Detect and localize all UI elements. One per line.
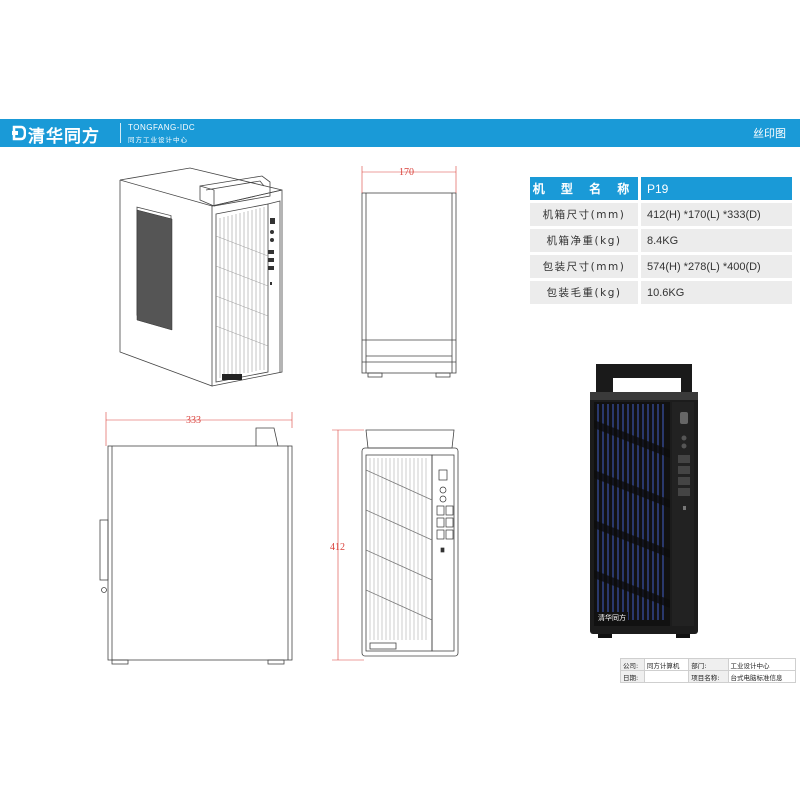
width-dimension — [361, 166, 457, 193]
spec-label: 机箱尺寸(mm) — [530, 203, 638, 226]
footer-row: 日期: 项目名称: 台式电脑标准信息 — [620, 670, 797, 683]
spec-label: 包装毛重(kg) — [530, 281, 638, 304]
isometric-ports — [222, 218, 275, 380]
front-view-ports — [436, 469, 454, 553]
brand-logo-icon — [12, 125, 26, 141]
spec-label: 机箱净重(kg) — [530, 229, 638, 252]
footer-row: 公司: 同方计算机 部门: 工业设计中心 — [620, 658, 797, 671]
project-value: 台式电脑标准信息 — [727, 670, 797, 683]
spec-label: 包装尺寸(mm) — [530, 255, 638, 278]
product-photo-logo: 清华同方 — [598, 613, 626, 622]
spec-row-package-size: 包装尺寸(mm) 574(H) *278(L) *400(D) — [530, 255, 792, 278]
spec-table: 机 型 名 称 P19 机箱尺寸(mm) 412(H) *170(L) *333… — [530, 174, 792, 307]
depth-dimension — [105, 412, 293, 446]
spec-value: 412(H) *170(L) *333(D) — [638, 203, 792, 226]
front-view-grille — [365, 458, 433, 640]
depth-dimension-label: 333 — [186, 415, 201, 426]
isometric-front-grille — [215, 207, 269, 378]
spec-row-gross-weight: 包装毛重(kg) 10.6KG — [530, 281, 792, 304]
date-label: 日期: — [620, 670, 645, 683]
side-view-narrow — [361, 192, 457, 378]
date-value — [643, 670, 690, 683]
dept-value: 工业设计中心 — [727, 658, 797, 671]
brand-divider — [120, 123, 121, 143]
brand-name: 清华同方 — [28, 127, 100, 147]
spec-row-net-weight: 机箱净重(kg) 8.4KG — [530, 229, 792, 252]
project-label: 项目名称: — [688, 670, 729, 683]
brand-subtitle: 同方工业设计中心 — [128, 136, 188, 144]
front-view — [361, 429, 459, 657]
width-dimension-label: 170 — [399, 167, 414, 178]
spec-value: 8.4KG — [638, 229, 792, 252]
footer-info-table: 公司: 同方计算机 部门: 工业设计中心 日期: 项目名称: 台式电脑标准信息 — [620, 658, 797, 683]
isometric-side-vent — [136, 209, 173, 331]
company-value: 同方计算机 — [643, 658, 690, 671]
header-banner: 清华同方 TONGFANG-IDC 同方工业设计中心 丝印图 — [0, 119, 800, 147]
side-panel-view — [99, 427, 293, 665]
product-photo — [590, 364, 698, 638]
company-label: 公司: — [620, 658, 645, 671]
page-title: 丝印图 — [753, 127, 786, 140]
dept-label: 部门: — [688, 658, 729, 671]
spec-value: 574(H) *278(L) *400(D) — [638, 255, 792, 278]
height-dimension-label: 412 — [330, 542, 345, 553]
spec-value: P19 — [638, 177, 792, 200]
spec-label: 机 型 名 称 — [530, 177, 638, 200]
brand-english: TONGFANG-IDC — [128, 123, 196, 132]
height-dimension — [332, 429, 364, 661]
spec-row-model: 机 型 名 称 P19 — [530, 177, 792, 200]
spec-value: 10.6KG — [638, 281, 792, 304]
spec-row-dimensions: 机箱尺寸(mm) 412(H) *170(L) *333(D) — [530, 203, 792, 226]
